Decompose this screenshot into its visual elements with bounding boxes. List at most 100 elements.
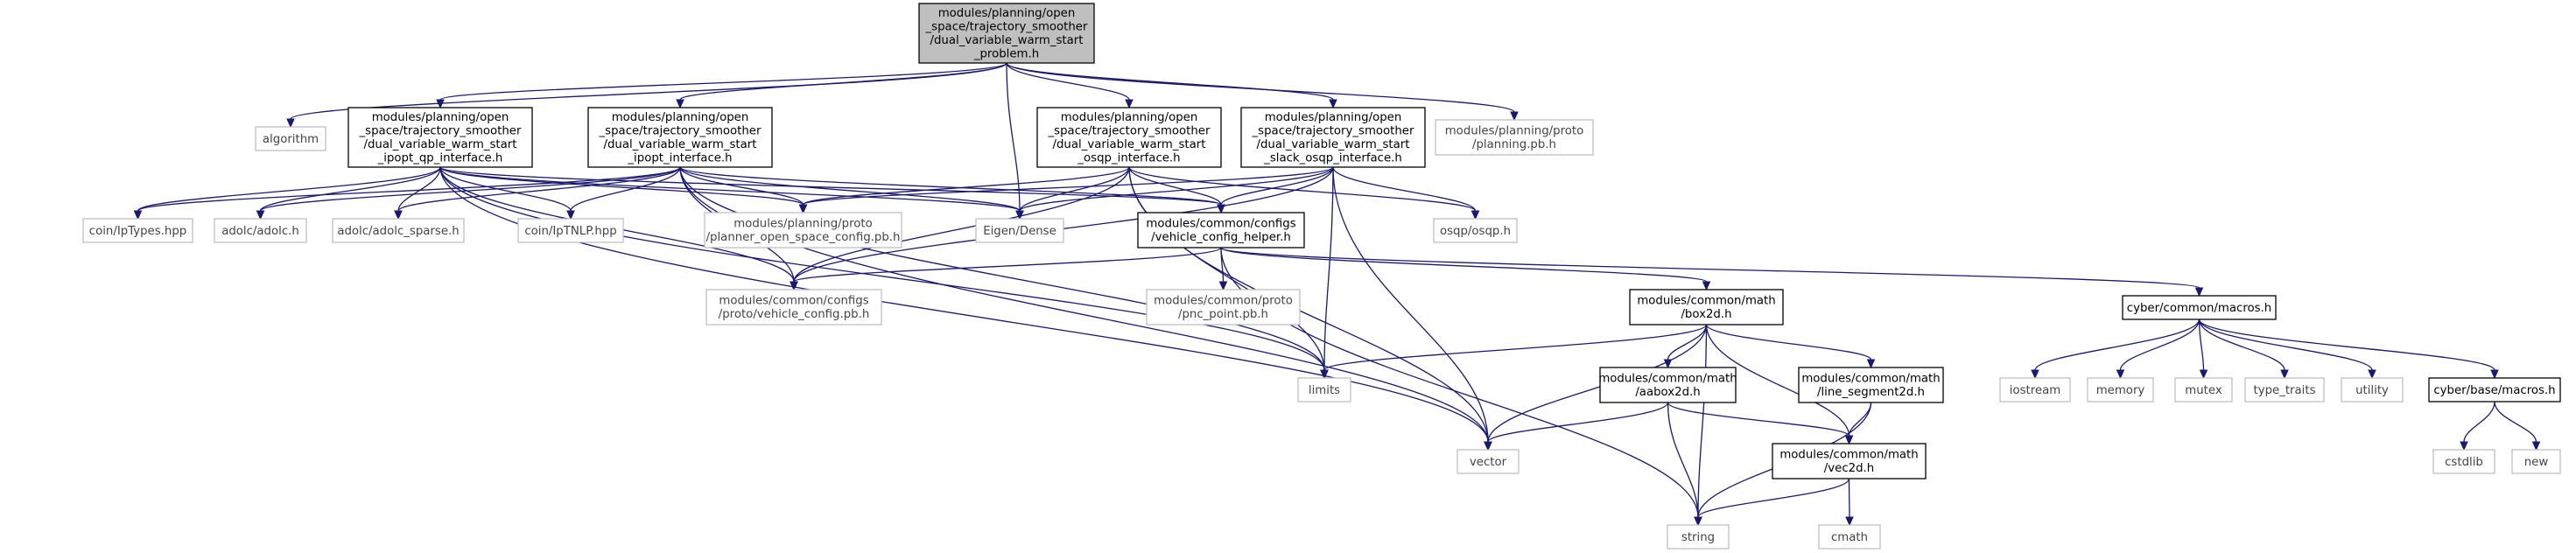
edge-line [1667, 402, 1850, 437]
node-root[interactable]: modules/planning/open_space/trajectory_s… [918, 3, 1095, 64]
node-label-line: _space/trajectory_smoother [1048, 125, 1211, 138]
node-box [2244, 377, 2325, 402]
node-label-line: iostream [2010, 384, 2060, 397]
node-box2d[interactable]: modules/common/math/box2d.h [1629, 289, 1784, 326]
node-label-line: utility [2355, 384, 2389, 397]
node-box [2087, 377, 2154, 402]
node-label-line: modules/planning/open [1265, 111, 1402, 124]
edge-line [793, 166, 1130, 283]
edge-vec2d-to-string [1694, 478, 1850, 527]
arrowhead-icon [2490, 369, 2499, 380]
node-box [1433, 218, 1518, 243]
node-iptnlp: coin/IpTNLP.hpp [517, 218, 624, 243]
node-label-line: adolc/adolc_sparse.h [337, 225, 459, 238]
arrowhead-icon [566, 210, 575, 220]
node-vch[interactable]: modules/common/configs/vehicle_config_he… [1137, 212, 1305, 248]
arrowhead-icon [1329, 99, 1337, 109]
edge-line [1006, 62, 1130, 101]
node-label-line: _ipopt_interface.h [627, 152, 732, 165]
node-lineseg[interactable]: modules/common/math/line_segment2d.h [1798, 367, 1944, 403]
node-box [255, 126, 326, 151]
edge-line [1220, 166, 1334, 206]
node-planning-pb: modules/planning/proto/planning.pb.h [1435, 119, 1594, 156]
edge-line [679, 166, 1325, 371]
arrowhead-icon [1218, 281, 1228, 291]
node-aabox[interactable]: modules/common/math/aabox2d.h [1598, 367, 1737, 403]
arrowhead-icon [2194, 287, 2204, 298]
edge-macros-to-utility [2198, 318, 2376, 380]
arrowhead-icon [2531, 441, 2541, 452]
edge-ipopt_qp-to-vector [439, 166, 1492, 452]
node-label-line: modules/planning/proto [1445, 125, 1584, 138]
node-label-line: modules/common/configs [1146, 218, 1295, 231]
edge-slack_osqp-to-eigen [1015, 166, 1334, 220]
node-slack-osqp[interactable]: modules/planning/open_space/trajectory_s… [1240, 107, 1426, 168]
arrowhead-icon [1845, 516, 1854, 527]
node-algorithm: algorithm [255, 126, 326, 151]
node-label-line: modules/planning/proto [733, 218, 873, 231]
arrowhead-icon [2199, 369, 2208, 380]
node-macros[interactable]: cyber/common/macros.h [2122, 295, 2277, 320]
node-label-line: /planning.pb.h [1472, 138, 1556, 151]
edge-cyber_macros-to-new [2494, 401, 2541, 452]
node-cyber-macros[interactable]: cyber/base/macros.h [2428, 377, 2561, 402]
edge-vch-to-vcpb [790, 247, 1222, 291]
node-box [2432, 449, 2495, 474]
node-osqp-if[interactable]: modules/planning/open_space/trajectory_s… [1036, 107, 1222, 168]
edge-slack_osqp-to-vector [1332, 166, 1492, 452]
node-label-line: cstdlib [2445, 456, 2483, 469]
node-adolc-sparse: adolc/adolc_sparse.h [332, 218, 465, 243]
node-memory: memory [2087, 377, 2154, 402]
edge-line [1487, 324, 1708, 443]
node-box [2511, 449, 2561, 474]
node-label-line: /vehicle_config_helper.h [1151, 231, 1291, 244]
node-limits: limits [1297, 377, 1351, 402]
arrowhead-icon [1320, 369, 1329, 380]
edge-ipopt-to-planner_cfg [679, 166, 808, 214]
node-box [517, 218, 624, 243]
edge-line [802, 166, 1334, 206]
edge-line [1006, 62, 1334, 101]
edge-line [439, 166, 804, 206]
node-label-line: /aabox2d.h [1635, 386, 1700, 399]
node-eigen: Eigen/Dense [975, 218, 1064, 243]
node-label-line: vector [1470, 456, 1507, 469]
node-label-line: modules/common/math [1598, 373, 1737, 386]
node-vcpb: modules/common/configs/proto/vehicle_con… [705, 289, 882, 326]
node-box [918, 3, 1095, 64]
edge-line [1006, 62, 1515, 113]
nodes-layer: modules/planning/open _space/trajectory_s… [82, 3, 2561, 550]
node-label-line: _slack_osqp_interface.h [1263, 152, 1402, 165]
node-label-line: cyber/base/macros.h [2433, 384, 2555, 397]
node-box [214, 218, 307, 243]
arrowhead-icon [2280, 369, 2289, 380]
edge-root-to-slack_osqp [1006, 62, 1337, 109]
arrowhead-icon [286, 118, 295, 129]
edge-vch-to-macros [1220, 247, 2204, 298]
node-box [332, 218, 465, 243]
node-ipopt-qp[interactable]: modules/planning/open_space/trajectory_s… [347, 107, 533, 168]
edge-line [2198, 318, 2205, 371]
node-label-line: coin/IpTypes.hpp [89, 225, 186, 238]
edge-line [439, 166, 572, 212]
edge-macros-to-mutex [2198, 318, 2208, 380]
edge-line [1697, 478, 1850, 518]
edge-ipopt-to-iptypes [133, 166, 681, 220]
node-cstdlib: cstdlib [2432, 449, 2495, 474]
edge-line [679, 62, 1007, 101]
edge-macros-to-type_traits [2198, 318, 2289, 380]
node-ipopt[interactable]: modules/planning/open_space/trajectory_s… [587, 107, 773, 168]
edge-aabox-to-vec2d [1667, 402, 1854, 445]
node-box [1798, 367, 1944, 403]
edge-line [1019, 166, 1130, 212]
node-label-line: /dual_variable_warm_start [604, 138, 757, 151]
node-label-line: /box2d.h [1681, 308, 1731, 321]
edges-layer [133, 62, 2541, 527]
edge-aabox-to-vector [1484, 402, 1669, 452]
node-label-line: mutex [2185, 384, 2222, 397]
node-box [1667, 524, 1730, 550]
edge-line [1220, 247, 1708, 283]
node-label-line: modules/common/math [1637, 295, 1775, 308]
node-vec2d[interactable]: modules/common/math/vec2d.h [1772, 443, 1927, 480]
arrowhead-icon [676, 99, 684, 109]
